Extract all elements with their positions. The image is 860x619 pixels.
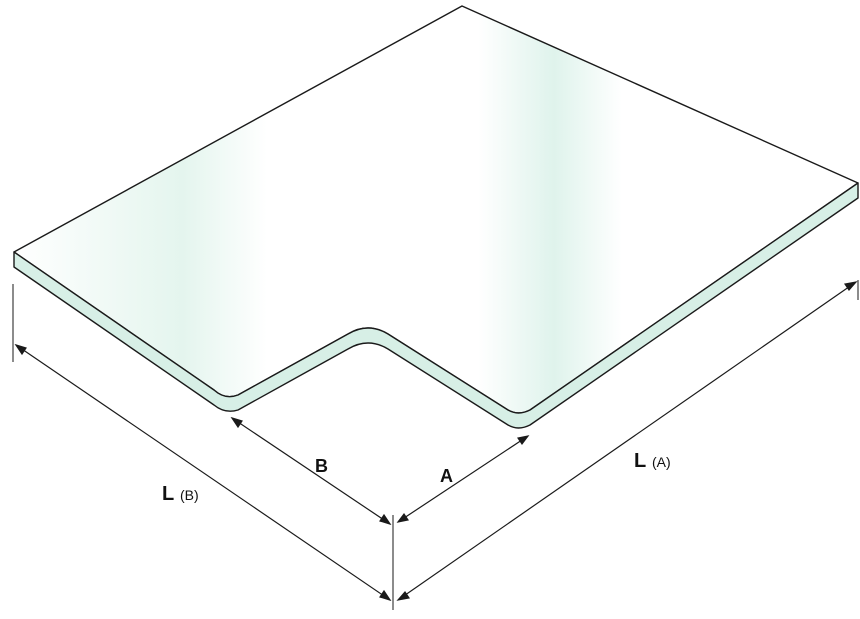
dim-label-b: B: [315, 456, 328, 476]
extension-lines: [12, 280, 859, 610]
dim-label-lb-sub: (B): [180, 487, 199, 503]
countertop-front-edge: [13, 182, 859, 429]
dim-label-lb-main: L: [162, 483, 174, 505]
dim-label-la-sub: (A): [652, 454, 671, 470]
dim-label-a: A: [440, 466, 453, 486]
dimension-lines: [14, 281, 858, 602]
dim-label-la-main: L: [634, 450, 646, 472]
